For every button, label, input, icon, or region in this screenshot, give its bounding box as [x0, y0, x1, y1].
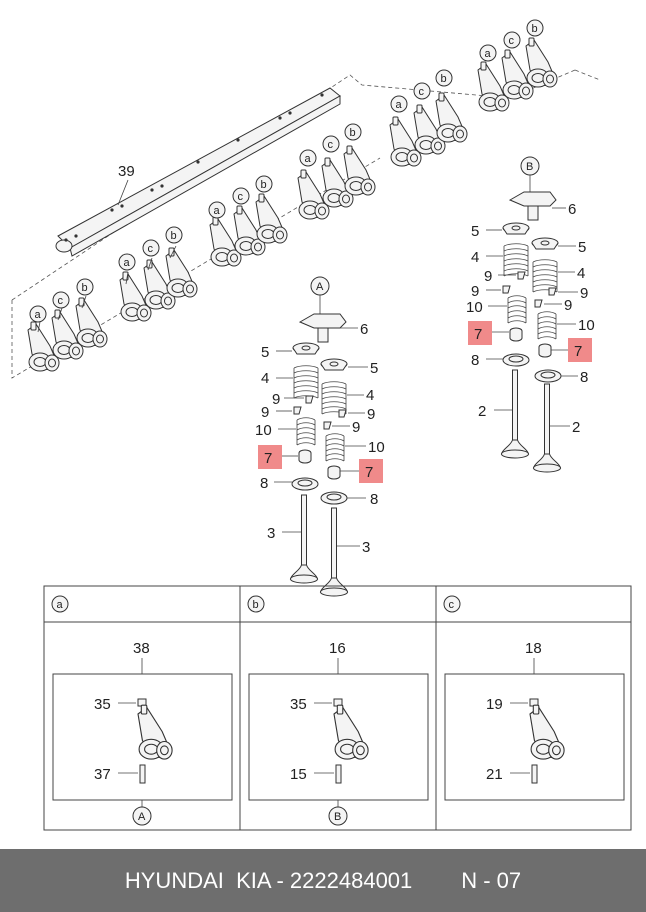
svg-text:2: 2: [478, 403, 486, 420]
svg-text:4: 4: [366, 387, 374, 404]
highlight-7-left-a: [258, 445, 282, 469]
footer-page: N - 07: [461, 867, 522, 893]
svg-text:2: 2: [572, 419, 580, 436]
svg-text:a: a: [485, 48, 492, 60]
svg-text:10: 10: [368, 439, 385, 456]
valve-train-a: A 6 5 5 4 4 9 9 9 9 10 10 7 7 8 8: [255, 276, 385, 597]
svg-text:35: 35: [94, 696, 111, 713]
svg-text:9: 9: [261, 404, 269, 421]
svg-text:a: a: [305, 153, 312, 165]
svg-text:19: 19: [486, 696, 503, 713]
detail-table: a b c 38 35 37 A 16 35 15 B 18 19: [43, 585, 632, 831]
footer-brand: HYUNDAI KIA -: [124, 867, 290, 893]
table-header-c: c: [449, 599, 455, 611]
svg-text:6: 6: [568, 201, 576, 218]
table-header-a: a: [57, 599, 64, 611]
svg-text:6: 6: [360, 321, 368, 338]
svg-text:7: 7: [365, 464, 373, 481]
footer-gap: [412, 868, 461, 894]
svg-text:8: 8: [471, 352, 479, 369]
svg-text:35: 35: [290, 696, 307, 713]
svg-text:9: 9: [471, 283, 479, 300]
svg-text:c: c: [328, 139, 334, 151]
highlight-7-left-b: [468, 321, 492, 345]
svg-text:c: c: [509, 35, 515, 47]
callouts-abc: a c b a c b a c b a c b a c b a c b: [29, 19, 544, 323]
svg-text:9: 9: [580, 285, 588, 302]
assembly-outline: [11, 69, 601, 379]
svg-text:5: 5: [578, 239, 586, 256]
svg-text:a: a: [124, 257, 131, 269]
cell-a-top-label: 38: [133, 640, 150, 657]
svg-text:5: 5: [370, 360, 378, 377]
svg-text:a: a: [35, 309, 42, 321]
svg-text:3: 3: [267, 525, 275, 542]
svg-text:c: c: [148, 243, 154, 255]
svg-text:b: b: [261, 179, 267, 191]
svg-text:10: 10: [578, 317, 595, 334]
svg-text:b: b: [350, 127, 356, 139]
cell-b-top-label: 16: [329, 640, 346, 657]
table-header-b: b: [253, 599, 259, 611]
svg-text:10: 10: [466, 299, 483, 316]
valve-train-b: B 6 5 5 4 4 9 9 9 9 10 10 7 7 8 8: [466, 156, 595, 473]
svg-text:7: 7: [574, 343, 582, 360]
svg-text:5: 5: [261, 344, 269, 361]
svg-text:b: b: [441, 73, 447, 85]
svg-text:b: b: [82, 282, 88, 294]
svg-text:9: 9: [367, 406, 375, 423]
rocker-group-1: [27, 295, 108, 372]
svg-text:3: 3: [362, 539, 370, 556]
svg-text:B: B: [334, 811, 341, 823]
footer-part-number: 2222484001: [289, 867, 413, 893]
svg-text:9: 9: [564, 297, 572, 314]
svg-text:c: c: [238, 191, 244, 203]
svg-text:9: 9: [484, 268, 492, 285]
svg-text:b: b: [171, 230, 177, 242]
rocker-group-2: [119, 245, 198, 322]
cell-c-top-label: 18: [525, 640, 542, 657]
svg-text:a: a: [214, 205, 221, 217]
svg-text:a: a: [396, 99, 403, 111]
rocker-shaft: [55, 87, 341, 257]
ref-a-label: A: [316, 281, 324, 293]
svg-text:c: c: [58, 295, 64, 307]
shaft-label: 39: [118, 163, 135, 180]
svg-text:15: 15: [290, 766, 307, 783]
svg-text:10: 10: [255, 422, 272, 439]
footer-bar: HYUNDAI KIA - 2222484001 N - 07: [0, 849, 646, 912]
svg-text:4: 4: [471, 249, 479, 266]
svg-text:9: 9: [352, 419, 360, 436]
highlight-7-right-b: [568, 338, 592, 362]
svg-text:7: 7: [474, 326, 482, 343]
svg-text:7: 7: [264, 450, 272, 467]
svg-text:9: 9: [272, 391, 280, 408]
svg-text:8: 8: [580, 369, 588, 386]
svg-text:37: 37: [94, 766, 111, 783]
svg-text:A: A: [138, 811, 146, 823]
svg-text:4: 4: [261, 370, 269, 387]
svg-text:8: 8: [370, 491, 378, 508]
svg-text:4: 4: [577, 265, 585, 282]
svg-text:b: b: [532, 23, 538, 35]
svg-text:5: 5: [471, 223, 479, 240]
svg-text:8: 8: [260, 475, 268, 492]
ref-b-label: B: [526, 161, 533, 173]
svg-text:21: 21: [486, 766, 503, 783]
svg-text:c: c: [419, 86, 425, 98]
highlight-7-right-a: [359, 459, 383, 483]
